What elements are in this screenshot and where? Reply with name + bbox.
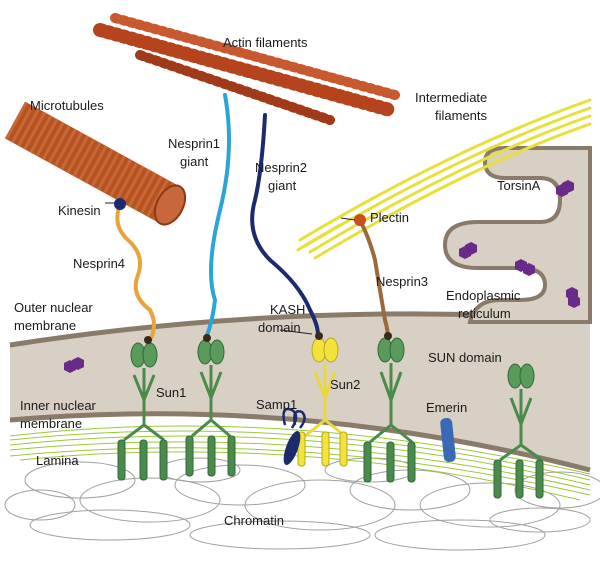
label-sun2: Sun2 bbox=[330, 377, 360, 392]
nesprin-chains bbox=[115, 93, 390, 342]
nesprin4-chain bbox=[115, 203, 156, 342]
emerin-protein bbox=[440, 417, 456, 463]
samp1-protein bbox=[282, 407, 306, 466]
label-inner-membrane-1: Inner nuclear bbox=[20, 398, 97, 413]
label-sun-domain: SUN domain bbox=[428, 350, 502, 365]
sun1-right bbox=[185, 334, 236, 477]
kinesin-motor bbox=[114, 198, 126, 210]
label-er-2: reticulum bbox=[458, 306, 511, 321]
endoplasmic-reticulum bbox=[442, 146, 592, 324]
sun1-left bbox=[117, 336, 168, 481]
label-actin-filaments: Actin filaments bbox=[223, 35, 308, 50]
nesprin1-chain bbox=[203, 93, 231, 342]
microtubule bbox=[4, 101, 187, 226]
label-nesprin1-2: giant bbox=[180, 154, 209, 169]
label-nesprin4: Nesprin4 bbox=[73, 256, 125, 271]
torsina-group bbox=[64, 180, 580, 373]
chromatin bbox=[4, 457, 600, 551]
label-intermediate-2: filaments bbox=[435, 108, 488, 123]
label-emerin: Emerin bbox=[426, 400, 467, 415]
label-outer-membrane-1: Outer nuclear bbox=[14, 300, 93, 315]
label-nesprin3: Nesprin3 bbox=[376, 274, 428, 289]
label-outer-membrane-2: membrane bbox=[14, 318, 76, 333]
labels: Actin filaments Microtubules Intermediat… bbox=[14, 35, 541, 528]
actin-filaments bbox=[93, 13, 400, 125]
nesprin2-chain bbox=[250, 113, 320, 337]
label-sun1: Sun1 bbox=[156, 385, 186, 400]
sun-free bbox=[493, 363, 544, 499]
label-nesprin1-1: Nesprin1 bbox=[168, 136, 220, 151]
label-kash-1: KASH bbox=[270, 302, 305, 317]
label-torsina: TorsinA bbox=[497, 178, 541, 193]
inner-nuclear-membrane bbox=[9, 411, 591, 473]
label-inner-membrane-2: membrane bbox=[20, 416, 82, 431]
intermediate-filaments bbox=[296, 98, 592, 260]
label-samp1: Samp1 bbox=[256, 397, 297, 412]
plectin-protein bbox=[354, 214, 366, 226]
leader-lines bbox=[105, 202, 356, 335]
label-kash-2: domain bbox=[258, 320, 301, 335]
label-intermediate-1: Intermediate bbox=[415, 90, 487, 105]
label-kinesin: Kinesin bbox=[58, 203, 101, 218]
label-nesprin2-1: Nesprin2 bbox=[255, 160, 307, 175]
label-lamina: Lamina bbox=[36, 453, 79, 468]
sun-nesprin3 bbox=[363, 332, 416, 483]
label-nesprin2-2: giant bbox=[268, 178, 297, 193]
label-plectin: Plectin bbox=[370, 210, 409, 225]
nesprin3-chain bbox=[358, 218, 390, 342]
label-er-1: Endoplasmic bbox=[446, 288, 521, 303]
label-chromatin: Chromatin bbox=[224, 513, 284, 528]
label-microtubules: Microtubules bbox=[30, 98, 104, 113]
